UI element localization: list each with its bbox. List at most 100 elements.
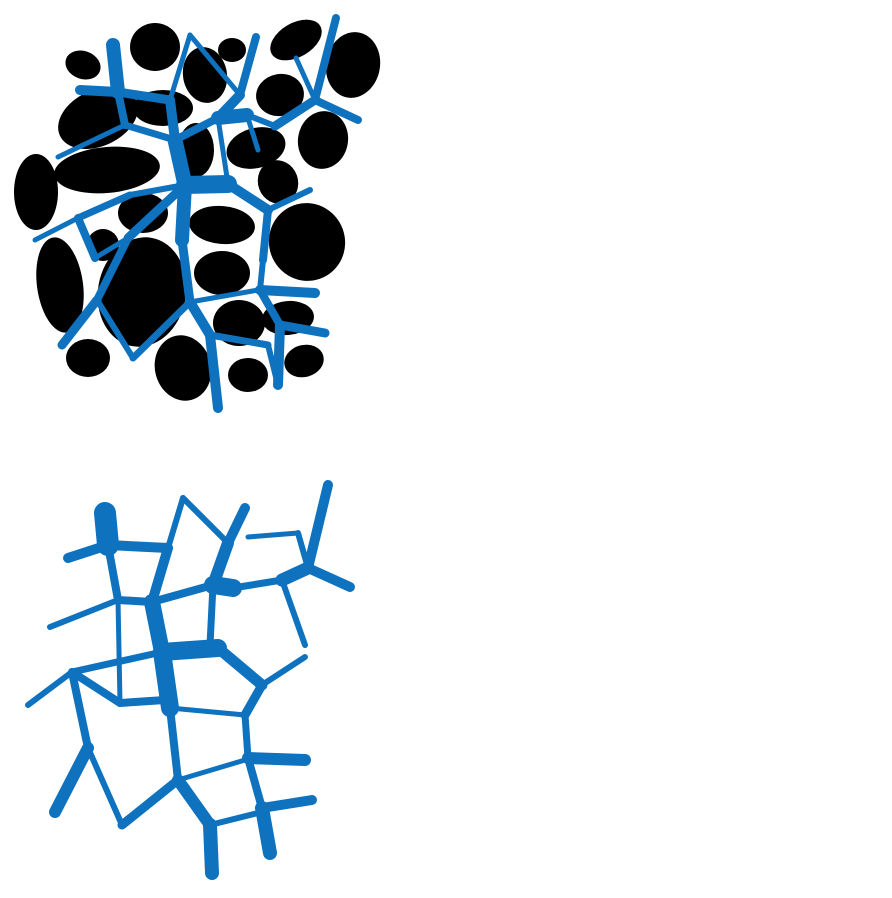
network-edge xyxy=(255,801,277,860)
network-edge xyxy=(171,114,222,144)
network-edge xyxy=(245,530,301,540)
network-edge xyxy=(223,179,273,215)
network-edge xyxy=(175,757,248,783)
grain-particle xyxy=(36,237,84,333)
network-edge xyxy=(123,180,190,243)
network-edge xyxy=(117,775,183,830)
grain-particle xyxy=(218,38,246,62)
network-edge xyxy=(244,112,278,129)
network-edge xyxy=(270,95,320,131)
network-edge xyxy=(129,298,194,362)
network-edge xyxy=(256,286,284,329)
network-edge xyxy=(206,581,217,649)
network-edge xyxy=(257,257,266,293)
network-edge xyxy=(114,88,129,129)
network-edge xyxy=(166,704,182,784)
network-edge xyxy=(257,795,317,813)
network-edge xyxy=(215,115,231,187)
network-edge xyxy=(176,175,237,194)
network-edge xyxy=(68,668,92,752)
network-edge xyxy=(295,530,311,571)
network-edge xyxy=(153,643,179,717)
network-edge xyxy=(265,187,313,213)
grain-particle xyxy=(284,344,324,378)
network-edge xyxy=(103,540,173,553)
grain-particle xyxy=(297,111,349,169)
network-edge xyxy=(94,297,136,361)
network-edge xyxy=(275,320,330,338)
network-edge xyxy=(259,654,308,688)
network-edge xyxy=(259,206,272,264)
grain-particle xyxy=(189,205,255,245)
network-edge xyxy=(187,32,243,98)
grain-layer xyxy=(14,19,381,401)
grain-particle xyxy=(66,339,110,377)
network-edge xyxy=(115,597,123,706)
network-edge xyxy=(85,745,125,828)
grain-particle xyxy=(325,32,381,98)
network-edge xyxy=(148,581,217,606)
network-edge xyxy=(32,215,81,243)
network-edge xyxy=(205,330,223,413)
network-edge xyxy=(127,182,188,198)
grain-particle xyxy=(270,19,322,61)
grain-particle xyxy=(97,237,187,347)
network-edge xyxy=(104,541,122,604)
network-edge xyxy=(279,577,308,648)
network-edge xyxy=(303,563,355,592)
grain-particle xyxy=(194,251,250,295)
network-edge xyxy=(68,668,124,707)
network-edge xyxy=(172,774,216,831)
network-edge xyxy=(311,96,362,124)
grain-particle xyxy=(130,23,180,71)
network-edge xyxy=(265,342,281,388)
grain-particle xyxy=(54,146,160,194)
network-edge xyxy=(153,639,227,661)
network-edge xyxy=(244,754,266,812)
network-edge xyxy=(240,680,267,720)
network-edge xyxy=(74,214,99,262)
network-edge xyxy=(177,235,195,307)
network-edge xyxy=(116,696,169,707)
network-edge xyxy=(185,297,215,340)
network-edge xyxy=(303,480,333,573)
network-edge xyxy=(74,191,134,222)
panel-grains-with-network xyxy=(14,14,381,413)
grain-particle xyxy=(154,335,212,401)
network-edge xyxy=(207,809,265,828)
network-edge xyxy=(94,502,119,556)
network-edge xyxy=(106,38,125,99)
grain-particle xyxy=(228,358,268,392)
network-edge xyxy=(175,178,192,247)
network-edge xyxy=(203,818,219,880)
network-edge xyxy=(55,122,128,160)
network-edge xyxy=(255,285,320,298)
network-edge xyxy=(49,742,94,818)
network-edge xyxy=(311,14,340,104)
network-edge xyxy=(229,576,286,592)
network-edge xyxy=(165,495,186,551)
panel-network-only xyxy=(25,480,355,880)
grain-particle xyxy=(256,73,304,117)
network-edge xyxy=(236,33,260,99)
grain-particle xyxy=(14,154,58,230)
network-edge xyxy=(63,540,113,563)
network-edge xyxy=(113,87,175,105)
network-layer-top xyxy=(32,14,362,413)
network-edge xyxy=(147,543,173,607)
network-edge xyxy=(212,642,268,691)
network-edge xyxy=(25,669,75,708)
network-edge xyxy=(93,234,132,304)
grain-particle xyxy=(182,47,228,103)
network-edge xyxy=(293,55,318,103)
network-edge xyxy=(75,85,123,97)
network-edge xyxy=(211,108,254,125)
network-edge xyxy=(242,752,311,766)
grain-particle xyxy=(268,203,346,281)
network-edge xyxy=(241,711,252,762)
grain-particle xyxy=(118,193,168,233)
network-edge xyxy=(244,112,261,153)
network-edge xyxy=(167,705,248,718)
